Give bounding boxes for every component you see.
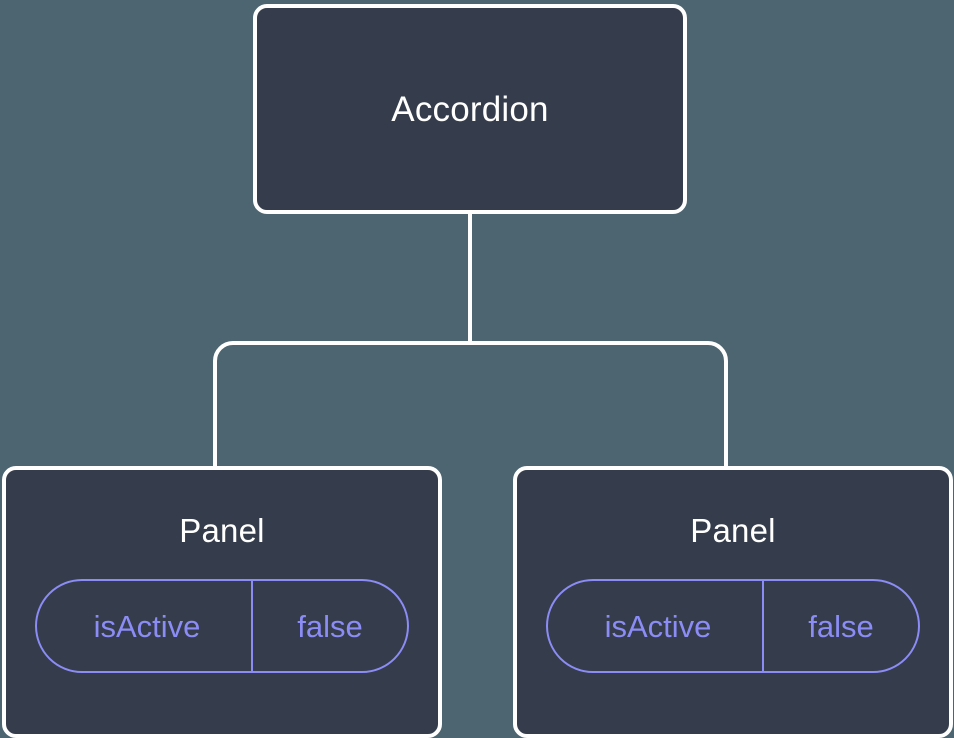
prop-value-isactive-left: false bbox=[251, 581, 407, 671]
edge-to-panel-left bbox=[213, 341, 470, 470]
prop-value-isactive-right: false bbox=[762, 581, 918, 671]
node-accordion[interactable]: Accordion bbox=[253, 4, 687, 214]
node-panel-left[interactable]: Panel isActive false bbox=[2, 466, 442, 738]
node-accordion-label: Accordion bbox=[391, 89, 549, 129]
prop-badge-left[interactable]: isActive false bbox=[35, 579, 409, 673]
node-panel-right-label: Panel bbox=[690, 512, 776, 549]
node-panel-left-label: Panel bbox=[179, 512, 265, 549]
prop-key-isactive-right: isActive bbox=[604, 608, 712, 644]
edge-to-panel-right bbox=[470, 341, 728, 470]
prop-key-isactive-left: isActive bbox=[93, 608, 201, 644]
prop-badge-right[interactable]: isActive false bbox=[546, 579, 920, 673]
node-panel-right[interactable]: Panel isActive false bbox=[513, 466, 953, 738]
